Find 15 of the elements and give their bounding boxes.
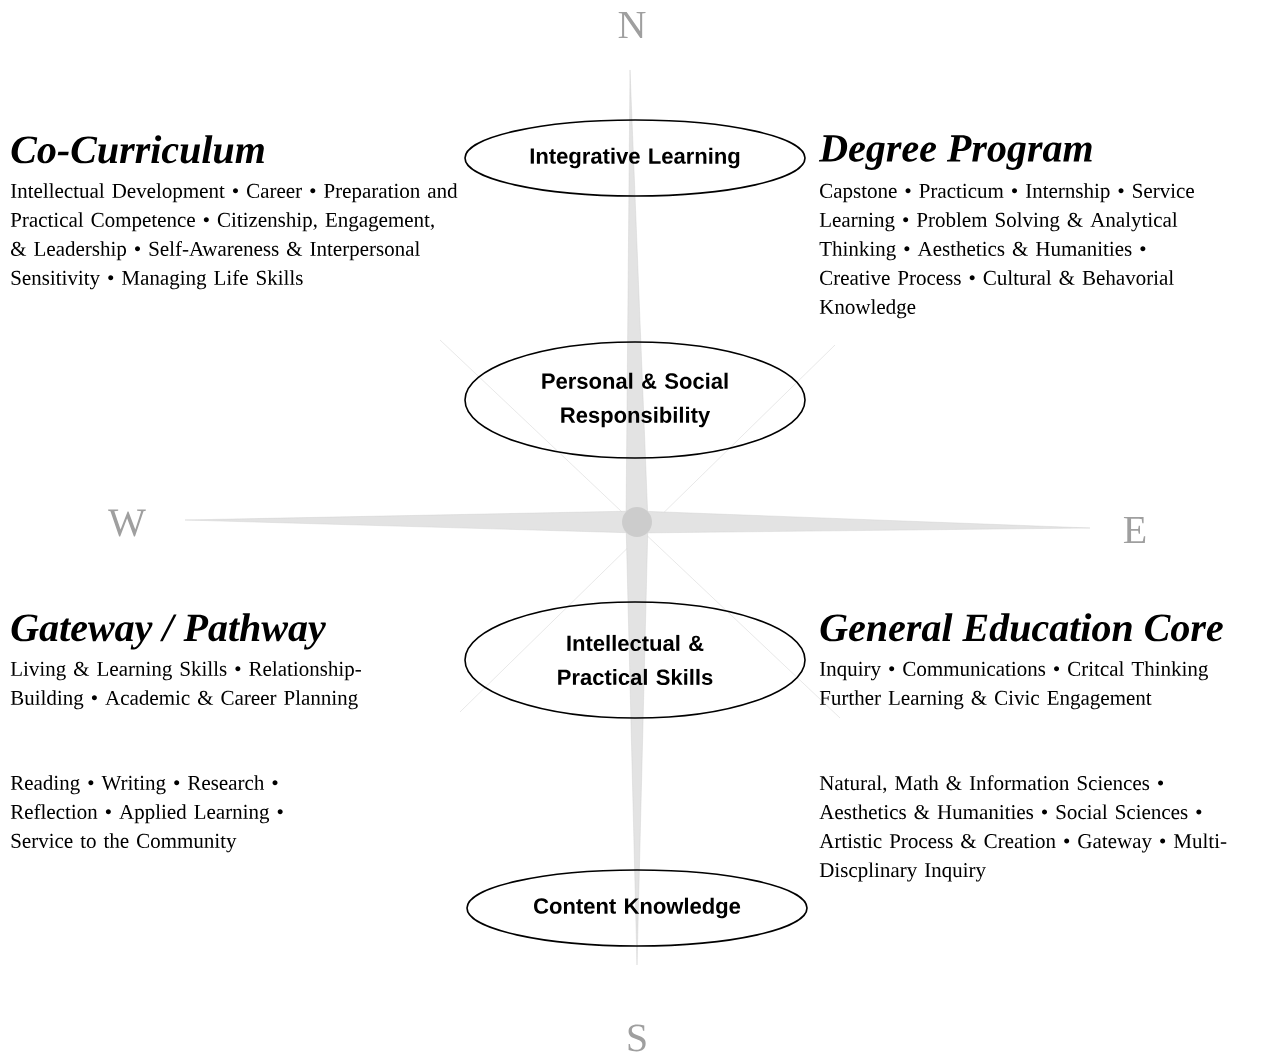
description: Natural, Math & Information Sciences • Aesthetics & Humanities • Social Sciences • Artistic Process & Creation • Gateway • Multi-Discplinary Inquiry — [819, 775, 1227, 882]
description: Capstone • Practicum • Internship • Service Learning • Problem Solving & Analytical Thinking • Aesthetics & Humanities • Creative Process • Cultural & Behavorial Knowledge — [819, 183, 1194, 319]
compass-letter: W — [108, 509, 146, 537]
description: Reading • Writing • Research • Reflection • Applied Learning • Service to the Community — [10, 775, 283, 853]
heading: Co-Curriculum — [11, 135, 264, 164]
compass-letter: S — [628, 1024, 646, 1052]
ellipse-node: Personal & Social Responsibility — [464, 341, 806, 459]
description: Intellectual Development • Career • Preparation and Practical Competence • Citizenship, Engagement, & Leadership • Self-Awareness & Interpersonal Sensitivity • Managing Life Skills — [10, 183, 458, 290]
compass-letter: E — [1123, 516, 1146, 544]
ellipse-node: Content Knowledge — [466, 869, 808, 947]
description: Living & Learning Skills • Relationship-Building • Academic & Career Planning — [10, 661, 361, 710]
compass-letter: N — [618, 11, 646, 39]
ellipse-node: Integrative Learning — [464, 119, 806, 197]
ellipse-node: Intellectual & Practical Skills — [464, 601, 806, 719]
heading: Gateway / Pathway — [11, 613, 326, 650]
